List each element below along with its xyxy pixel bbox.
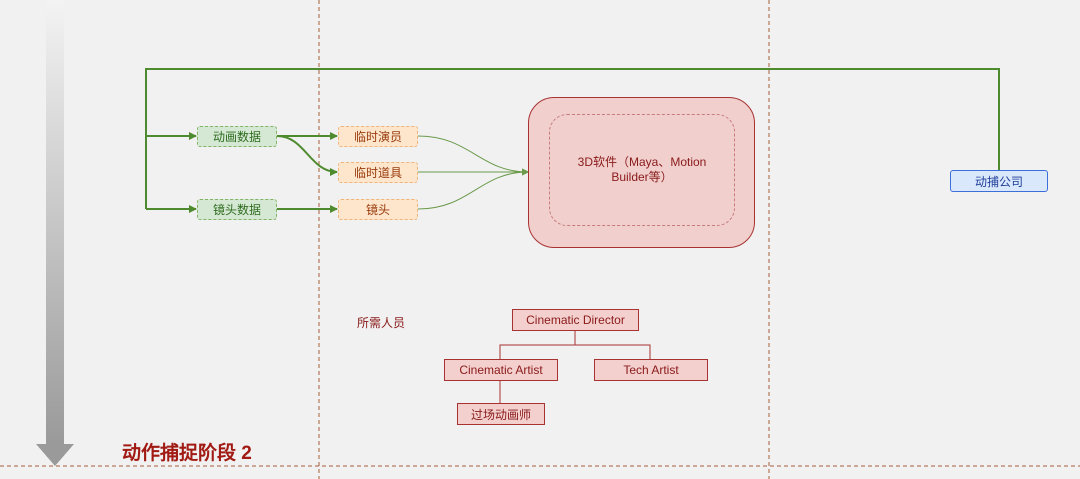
node-mocap-company[interactable]: 动捕公司 <box>950 170 1048 192</box>
node-camera-data-label: 镜头数据 <box>212 203 261 217</box>
node-anim-data-label: 动画数据 <box>212 130 261 144</box>
software-edges <box>417 135 529 210</box>
node-camera-label: 镜头 <box>365 203 390 217</box>
node-temp-prop-label: 临时道具 <box>353 166 402 180</box>
node-anim-data[interactable]: 动画数据 <box>197 126 277 147</box>
node-temp-prop[interactable]: 临时道具 <box>338 162 418 183</box>
node-cinematic-artist[interactable]: Cinematic Artist <box>444 359 558 381</box>
node-cinematic-director[interactable]: Cinematic Director <box>512 309 639 331</box>
timeline-arrow <box>36 0 74 466</box>
node-camera-data[interactable]: 镜头数据 <box>197 199 277 220</box>
node-cinematic-director-label: Cinematic Director <box>526 313 625 327</box>
node-cinematic-artist-label: Cinematic Artist <box>459 363 543 377</box>
node-camera[interactable]: 镜头 <box>338 199 418 220</box>
node-cutscene-animator-label: 过场动画师 <box>470 407 531 422</box>
org-edges <box>499 331 651 403</box>
node-3d-software[interactable]: 3D软件（Maya、Motion Builder等） <box>528 97 755 248</box>
data-edges <box>276 132 338 213</box>
node-temp-actor-label: 临时演员 <box>353 130 402 144</box>
node-3d-software-label: 3D软件（Maya、Motion Builder等） <box>577 155 707 184</box>
node-mocap-company-label: 动捕公司 <box>974 174 1023 189</box>
node-cutscene-animator[interactable]: 过场动画师 <box>457 403 545 425</box>
phase-title: 动作捕捉阶段 2 <box>122 443 252 464</box>
mocap-loop-edges <box>145 68 1000 213</box>
node-tech-artist-label: Tech Artist <box>623 363 679 377</box>
node-temp-actor[interactable]: 临时演员 <box>338 126 418 147</box>
staff-label: 所需人员 <box>357 316 406 330</box>
node-3d-software-inner: 3D软件（Maya、Motion Builder等） <box>549 114 735 226</box>
node-tech-artist[interactable]: Tech Artist <box>594 359 708 381</box>
